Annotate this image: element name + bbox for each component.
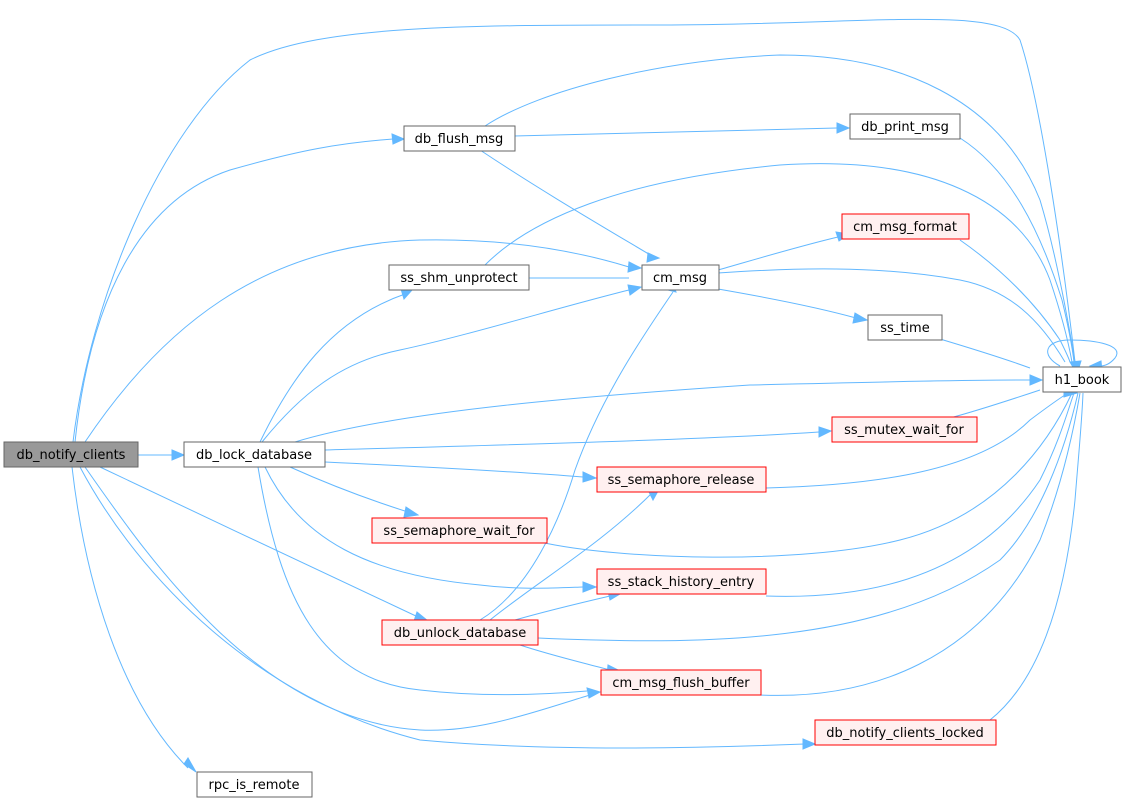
node-ss_semaphore_wait_for[interactable]: ss_semaphore_wait_for bbox=[371, 517, 548, 544]
edge-db_notify_clients-to-db_flush_msg bbox=[74, 138, 394, 443]
arrowhead-db_flush_msg bbox=[391, 133, 406, 145]
node-db_notify_clients_locked[interactable]: db_notify_clients_locked bbox=[814, 719, 997, 746]
edge-cm_msg-to-cm_msg_format bbox=[717, 236, 839, 271]
node-db_flush_msg[interactable]: db_flush_msg bbox=[403, 125, 516, 152]
node-label: cm_msg bbox=[653, 271, 707, 286]
edge-db_notify_clients-to-cm_msg bbox=[84, 239, 630, 443]
arrowhead-cm_msg-top bbox=[646, 252, 661, 263]
edge-db_flush_msg-to-h1_book bbox=[484, 54, 1076, 363]
edge-db_lock_database-to-cm_msg_flush_buffer bbox=[257, 466, 588, 696]
edge-cm_msg_format-to-h1_book bbox=[959, 239, 1071, 363]
edge-db_lock_database-to-cm_msg bbox=[261, 289, 630, 443]
node-label: cm_msg_flush_buffer bbox=[612, 676, 750, 691]
edge-cm_msg-to-ss_time bbox=[717, 288, 857, 319]
arrowhead-rpc_is_remote bbox=[183, 757, 197, 773]
arrowhead-db_lock_database bbox=[171, 449, 186, 461]
node-label: db_print_msg bbox=[861, 120, 949, 135]
node-ss_time[interactable]: ss_time bbox=[867, 314, 943, 341]
node-ss_stack_history_entry[interactable]: ss_stack_history_entry bbox=[596, 568, 767, 595]
node-ss_mutex_wait_for[interactable]: ss_mutex_wait_for bbox=[831, 416, 978, 443]
node-label: db_notify_clients_locked bbox=[826, 726, 983, 741]
edge-db_notify_clients-to-rpc_is_remote bbox=[71, 466, 189, 769]
node-label: ss_time bbox=[880, 321, 929, 336]
edge-db_flush_msg-to-cm_msg bbox=[479, 149, 653, 257]
edge-db_unlock_database-to-cm_msg bbox=[479, 291, 674, 621]
node-label: h1_book bbox=[1055, 373, 1110, 388]
edge-db_print_msg-to-h1_book bbox=[959, 137, 1075, 363]
edge-db_notify_clients-to-cm_msg_flush_buffer bbox=[84, 466, 591, 731]
edge-db_unlock_database-to-ss_semaphore_release bbox=[489, 492, 653, 621]
edge-ss_semaphore_wait_for-to-h1_book bbox=[539, 392, 1073, 558]
node-label: cm_msg_format bbox=[853, 220, 957, 235]
node-cm_msg_flush_buffer[interactable]: cm_msg_flush_buffer bbox=[600, 669, 762, 696]
edge-h1_book-self bbox=[1047, 339, 1118, 367]
node-label: db_unlock_database bbox=[394, 626, 527, 641]
node-db_print_msg[interactable]: db_print_msg bbox=[849, 113, 961, 140]
node-label: db_flush_msg bbox=[415, 132, 504, 147]
node-db_unlock_database[interactable]: db_unlock_database bbox=[381, 619, 539, 646]
node-label: ss_mutex_wait_for bbox=[844, 423, 964, 438]
arrowhead-ss_semaphore_wait_for bbox=[403, 506, 420, 518]
edges-layer bbox=[71, 18, 1118, 769]
edge-db_unlock_database-to-ss_stack_history_entry bbox=[514, 595, 611, 621]
arrowhead-cm_msg_flush_buffer bbox=[586, 687, 602, 699]
edge-db_flush_msg-to-db_print_msg bbox=[513, 127, 838, 137]
node-label: rpc_is_remote bbox=[209, 778, 300, 793]
edge-cm_msg-to-h1_book bbox=[717, 268, 1066, 363]
arrowhead-ss_semaphore_release-left bbox=[582, 471, 598, 483]
node-ss_shm_unprotect[interactable]: ss_shm_unprotect bbox=[388, 264, 530, 291]
arrowhead-ss_stack_history_entry-left bbox=[582, 581, 598, 593]
edge-db_lock_database-to-ss_mutex_wait_for bbox=[324, 431, 820, 451]
node-h1_book[interactable]: h1_book bbox=[1042, 366, 1122, 393]
arrowhead-db_notify_clients_locked bbox=[802, 738, 817, 750]
edge-db_lock_database-to-h1_book bbox=[294, 379, 1031, 443]
arrowhead-db_print_msg bbox=[836, 122, 851, 134]
arrowhead-h1_book-left bbox=[1029, 374, 1044, 386]
node-label: db_lock_database bbox=[196, 448, 312, 463]
edge-db_lock_database-to-ss_semaphore_release bbox=[324, 461, 584, 478]
edge-db_notify_clients-to-h1_book bbox=[72, 18, 1076, 443]
arrowhead-cm_msg-lower bbox=[627, 284, 643, 296]
node-db_lock_database[interactable]: db_lock_database bbox=[183, 441, 326, 468]
edge-ss_shm_unprotect-to-h1_book bbox=[484, 163, 1073, 363]
node-cm_msg[interactable]: cm_msg bbox=[641, 264, 720, 291]
arrowhead-cm_msg-left bbox=[627, 261, 643, 273]
nodes-layer: db_notify_clients db_lock_database rpc_i… bbox=[3, 113, 1122, 798]
edge-db_unlock_database-to-cm_msg_flush_buffer bbox=[519, 644, 611, 671]
node-label: ss_shm_unprotect bbox=[400, 271, 517, 286]
edge-db_lock_database-to-ss_semaphore_wait_for bbox=[289, 466, 409, 513]
edge-ss_stack_history_entry-to-h1_book bbox=[765, 392, 1075, 597]
node-ss_semaphore_release[interactable]: ss_semaphore_release bbox=[596, 466, 767, 493]
node-cm_msg_format[interactable]: cm_msg_format bbox=[841, 213, 970, 240]
edge-ss_mutex_wait_for-to-h1_book bbox=[949, 389, 1041, 419]
node-label: ss_semaphore_wait_for bbox=[383, 524, 535, 539]
node-label: ss_stack_history_entry bbox=[608, 575, 755, 590]
edge-ss_semaphore_release-to-h1_book bbox=[765, 392, 1069, 489]
edge-cm_msg_flush_buffer-to-h1_book bbox=[759, 392, 1081, 696]
node-label: ss_semaphore_release bbox=[608, 473, 755, 488]
node-label: db_notify_clients bbox=[17, 448, 126, 463]
arrowhead-ss_time bbox=[852, 312, 869, 324]
edge-db_lock_database-to-ss_shm_unprotect bbox=[259, 293, 406, 443]
arrowhead-ss_mutex_wait_for bbox=[818, 426, 833, 438]
edge-db_lock_database-to-ss_stack_history_entry bbox=[264, 466, 584, 589]
edge-db_unlock_database-to-h1_book bbox=[537, 392, 1079, 642]
edge-db_notify_clients-to-db_notify_clients_locked bbox=[79, 466, 806, 749]
edge-db_notify_clients-to-db_unlock_database bbox=[99, 466, 419, 618]
node-rpc_is_remote[interactable]: rpc_is_remote bbox=[196, 771, 313, 798]
edge-ss_time-to-h1_book bbox=[939, 338, 1031, 369]
edge-db_notify_clients_locked-to-h1_book bbox=[989, 392, 1084, 721]
node-db_notify_clients[interactable]: db_notify_clients bbox=[3, 441, 139, 468]
